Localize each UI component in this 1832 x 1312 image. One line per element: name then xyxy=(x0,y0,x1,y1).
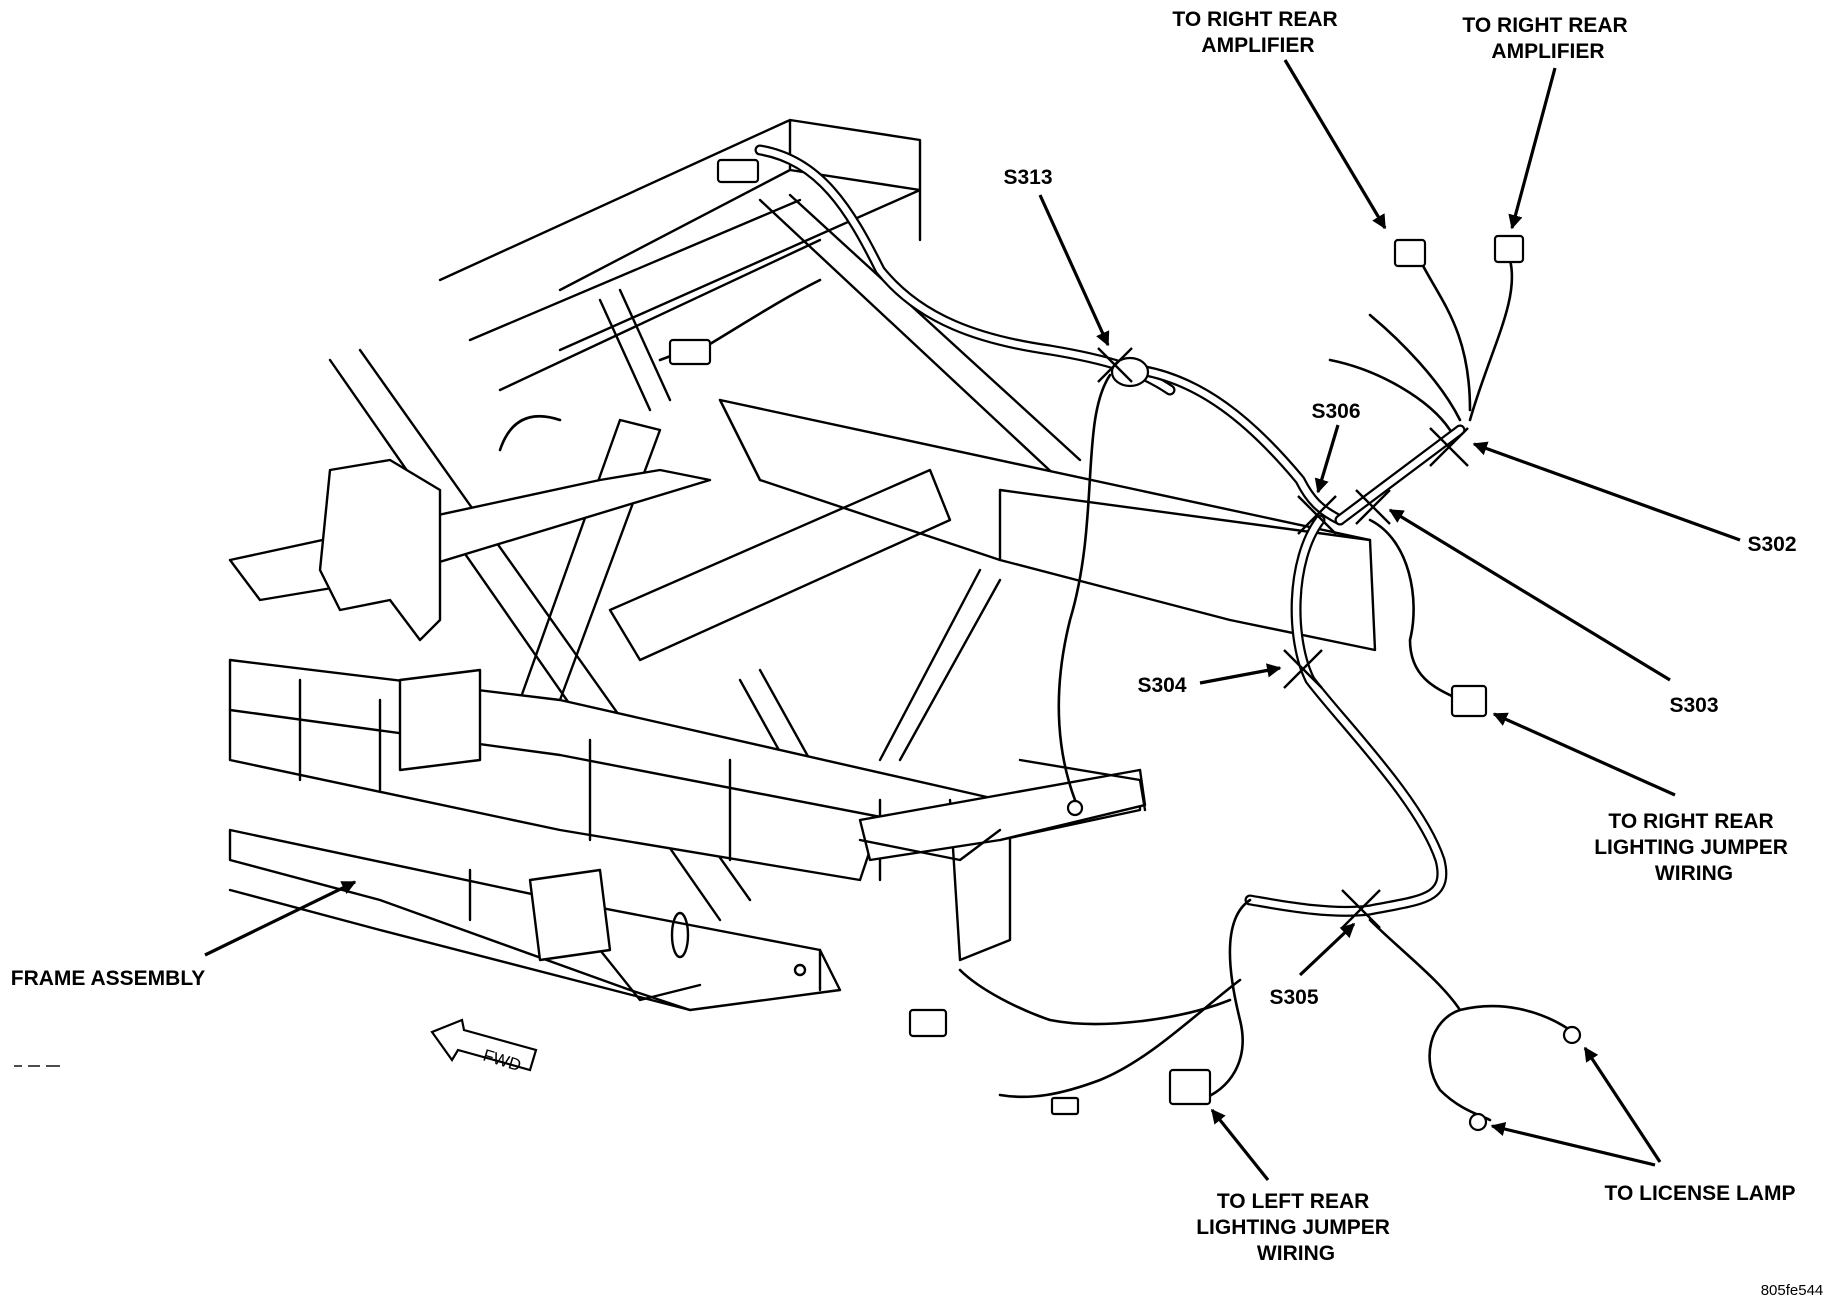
label-amp-right: TO RIGHT REAR AMPLIFIER xyxy=(1462,14,1633,63)
label-frame-assembly: FRAME ASSEMBLY xyxy=(11,967,205,990)
leader-amp-left xyxy=(1283,59,1387,230)
splice-s302 xyxy=(1429,427,1469,467)
leader-s302 xyxy=(1472,441,1741,542)
forward-arrow: FWD xyxy=(430,1018,538,1075)
grommet xyxy=(1110,356,1150,388)
upper-rail-connector xyxy=(668,338,712,366)
label-s306: S306 xyxy=(1311,400,1360,423)
spring-bracket xyxy=(398,668,482,772)
mid-brace xyxy=(518,418,952,702)
rear-upper-rail-lower xyxy=(468,198,822,392)
connectors xyxy=(668,158,1582,1132)
label-s313: S313 xyxy=(1003,166,1052,189)
top-rail-connector xyxy=(716,158,760,184)
left-connector-2 xyxy=(908,1008,948,1038)
label-s303: S303 xyxy=(1669,694,1718,717)
labels: TO RIGHT REAR AMPLIFIER TO RIGHT REAR AM… xyxy=(11,8,1824,1299)
lower-frame-rail-lines xyxy=(228,868,822,1012)
label-amp-left: TO RIGHT REAR AMPLIFIER xyxy=(1172,8,1343,57)
license-lamp-socket-1 xyxy=(1562,1025,1582,1045)
left-connector-small xyxy=(1050,1096,1080,1116)
leader-s303 xyxy=(1388,508,1671,682)
left-frame-rail-top xyxy=(228,468,712,602)
splice-s313 xyxy=(1097,347,1133,383)
harness-branch-upper-left-2 xyxy=(498,415,562,452)
leader-amp-right xyxy=(1508,67,1557,230)
left-rear-lighting-connector xyxy=(1168,1068,1212,1106)
left-rear-lighting-wire xyxy=(1198,898,1252,1102)
left-branch-to-connector xyxy=(958,968,1232,1026)
leader-license-lamp-1 xyxy=(1583,1046,1662,1163)
shock-bracket-left xyxy=(318,458,442,642)
rear-shelf xyxy=(858,758,1147,862)
rear-step-crossmember xyxy=(858,768,1147,862)
leader-s313 xyxy=(1038,194,1110,347)
right-rear-lighting-connector xyxy=(1450,684,1488,718)
license-lamp-socket-2 xyxy=(1468,1112,1488,1132)
splice-s305 xyxy=(1341,889,1381,929)
left-frame-rail xyxy=(228,658,1142,882)
bracket-hole xyxy=(793,963,807,977)
leader-frame-assembly xyxy=(204,880,357,957)
license-lamp-loop xyxy=(1368,918,1572,1122)
label-s305: S305 xyxy=(1269,986,1318,1009)
leader-s306 xyxy=(1314,424,1340,494)
ground-eyelet xyxy=(1066,799,1084,817)
right-rear-lighting-wire xyxy=(1368,518,1462,702)
leader-lines xyxy=(204,59,1741,1181)
ground-wire xyxy=(1057,373,1112,802)
label-s304: S304 xyxy=(1137,674,1186,697)
rear-upper-rail xyxy=(438,118,922,352)
leader-right-rear-lighting xyxy=(1492,712,1676,797)
amp-wire-left xyxy=(1418,258,1472,412)
leader-s304 xyxy=(1199,663,1282,685)
center-crossmember xyxy=(718,398,1377,652)
amp-wire-right xyxy=(1468,258,1514,422)
leader-license-lamp-2 xyxy=(1490,1122,1656,1167)
amp-connector-left xyxy=(1393,238,1427,268)
amp-connector-right xyxy=(1493,234,1525,264)
leader-left-rear-lighting xyxy=(1210,1108,1270,1181)
bracket-slot xyxy=(670,911,690,959)
label-s302: S302 xyxy=(1747,533,1796,556)
splice-s304 xyxy=(1283,649,1323,689)
lower-spring-bracket xyxy=(528,868,612,962)
frame-assembly xyxy=(228,118,1377,1012)
amp-stub-wires xyxy=(1328,313,1462,432)
splices xyxy=(1097,347,1469,929)
leader-s305 xyxy=(1298,922,1356,977)
label-left-rear-lighting: TO LEFT REAR LIGHTING JUMPER WIRING xyxy=(1196,1190,1396,1265)
splice-s303 xyxy=(1355,489,1391,525)
label-license-lamp: TO LICENSE LAMP xyxy=(1605,1182,1796,1205)
figure-code: 805fe544 xyxy=(1761,1282,1824,1299)
label-right-rear-lighting: TO RIGHT REAR LIGHTING JUMPER WIRING xyxy=(1594,810,1794,885)
left-frame-rail-lines xyxy=(228,678,1002,882)
splice-s306 xyxy=(1297,495,1337,535)
